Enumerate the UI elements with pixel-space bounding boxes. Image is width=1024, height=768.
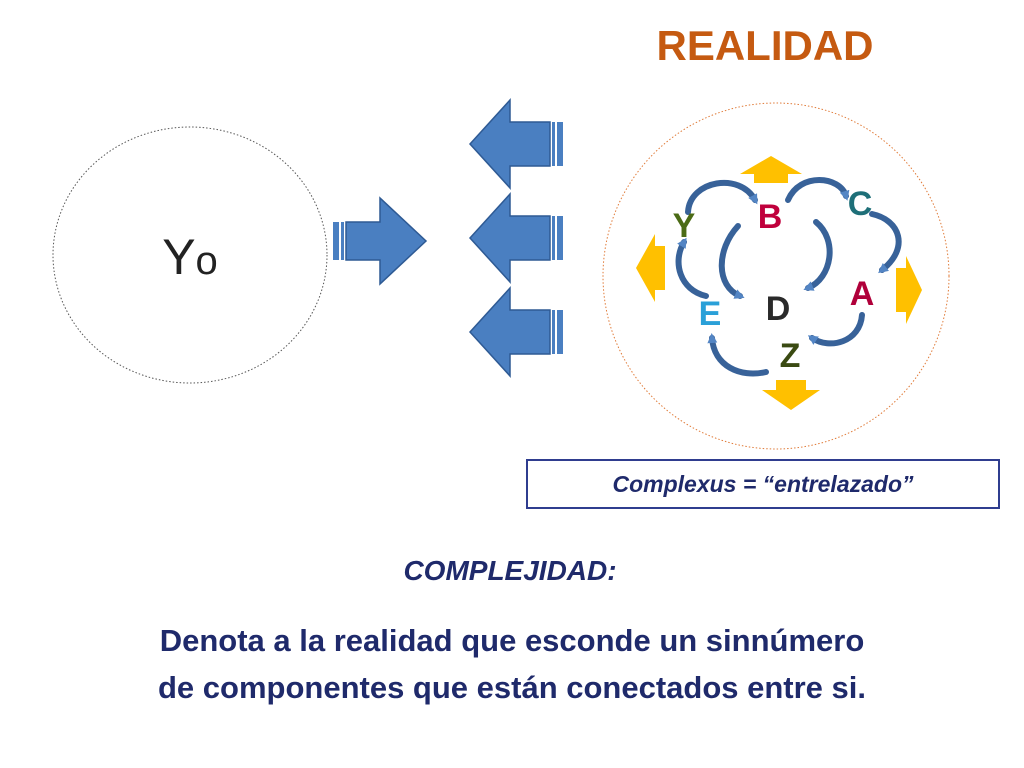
- yellow-arrow-right-icon: [896, 256, 922, 324]
- self-label-rest: o: [195, 239, 218, 283]
- curved-arrow-icon: [675, 237, 709, 299]
- block-arrow-left-icon: [468, 98, 563, 190]
- self-label-first: Y: [162, 229, 196, 285]
- curved-arrow-icon: [807, 312, 865, 347]
- complexity-heading: COMPLEJIDAD:: [403, 555, 617, 586]
- complexity-definition: Denota a la realidad que esconde un sinn…: [157, 623, 867, 705]
- curved-arrow-icon: [707, 333, 769, 377]
- node-z: Z: [780, 337, 801, 375]
- block-arrow-left-icon: [468, 192, 563, 284]
- node-c: C: [848, 185, 873, 223]
- yellow-arrow-left-icon: [636, 234, 665, 302]
- node-e: E: [699, 295, 722, 333]
- reality-title: REALIDAD: [656, 22, 874, 69]
- block-arrow-right-icon: [333, 196, 428, 286]
- block-arrow-left-icon: [468, 286, 563, 378]
- curved-arrow-icon: [803, 219, 833, 291]
- node-b: B: [758, 198, 783, 236]
- complexus-definition-box: Complexus = “entrelazado”: [526, 459, 1000, 509]
- self-circle: [52, 126, 328, 384]
- node-a: A: [850, 275, 875, 313]
- complexus-text: Complexus = “entrelazado”: [612, 470, 914, 497]
- node-d: D: [766, 290, 791, 328]
- yellow-arrow-down-icon: [762, 380, 820, 410]
- curved-arrow-icon: [785, 177, 850, 203]
- self-label: Yo: [120, 228, 260, 286]
- reality-circle: [602, 102, 950, 450]
- curved-arrow-icon: [718, 223, 745, 299]
- yellow-arrow-up-icon: [740, 156, 802, 183]
- curved-arrow-icon: [869, 211, 902, 274]
- node-y: Y: [673, 207, 696, 245]
- curved-arrow-icon: [685, 180, 758, 215]
